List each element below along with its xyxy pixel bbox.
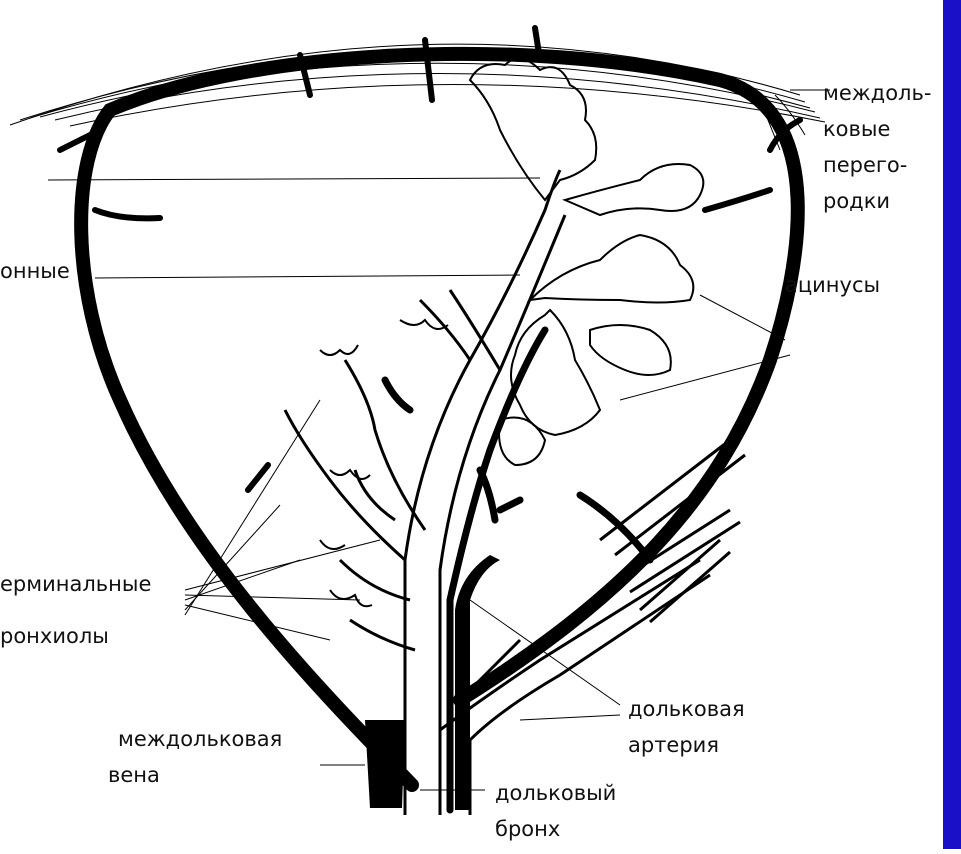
label-interlobular-vein-1: междольковая bbox=[118, 726, 282, 752]
septal-spurs bbox=[60, 28, 800, 490]
label-terminal-bronchioles-1: ерминальные bbox=[0, 571, 151, 597]
label-acini: ацинусы bbox=[785, 272, 880, 298]
label-interlobular-septa-4: родки bbox=[823, 188, 890, 214]
label-interlobular-septa-2: ковые bbox=[823, 116, 890, 142]
label-lobular-bronchus-1: дольковый bbox=[495, 780, 616, 806]
label-left-partial: онные bbox=[0, 258, 70, 284]
blue-frame-bar bbox=[943, 0, 961, 849]
label-interlobular-septa-3: перего- bbox=[823, 152, 907, 178]
terminal-bronchiole-sprigs bbox=[320, 320, 448, 606]
label-interlobular-septa-1: междоль- bbox=[823, 80, 931, 106]
label-lobular-artery-1: дольковая bbox=[628, 696, 745, 722]
label-lobular-artery-2: артерия bbox=[628, 732, 719, 758]
label-lobular-bronchus-2: бронх bbox=[495, 816, 560, 842]
interlobular-vein-shape bbox=[365, 720, 405, 808]
bronchial-tree bbox=[285, 170, 565, 815]
label-terminal-bronchioles-2: ронхиолы bbox=[0, 623, 109, 649]
label-interlobular-vein-2: вена bbox=[108, 762, 160, 788]
